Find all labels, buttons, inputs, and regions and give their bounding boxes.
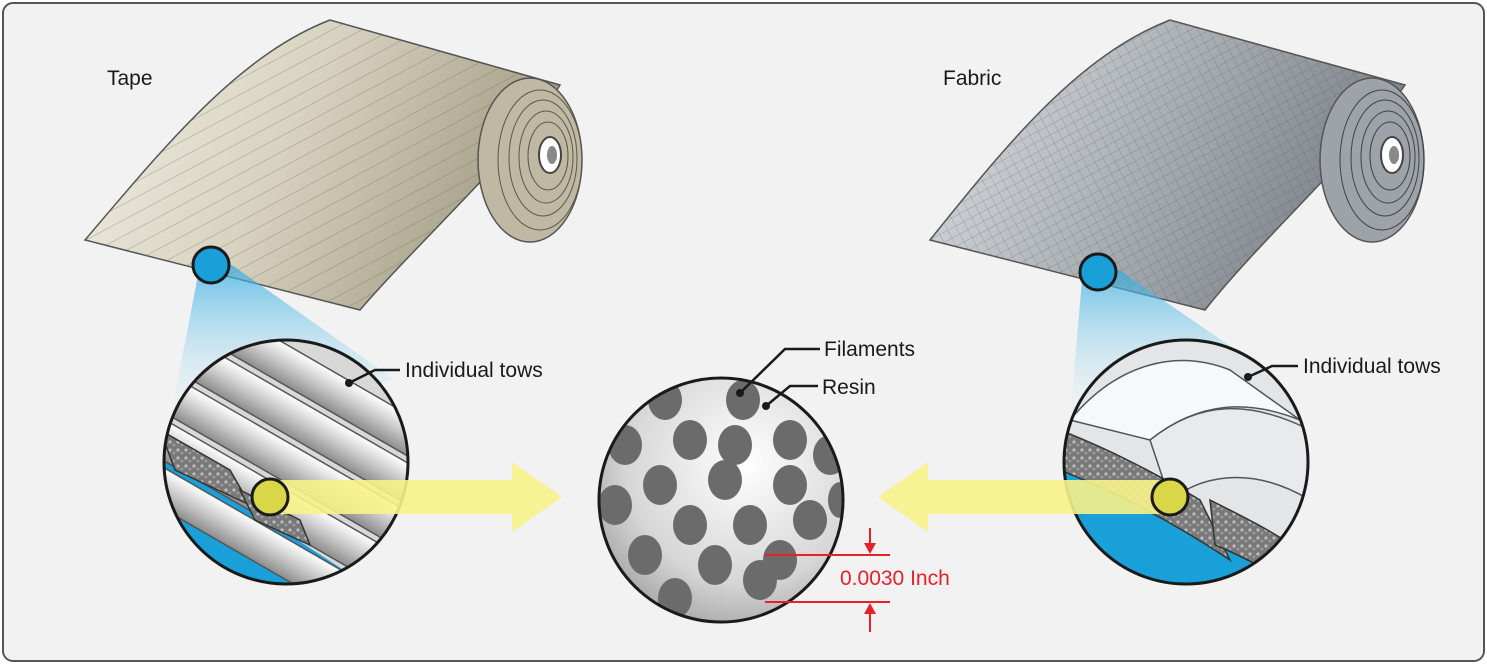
leader-dot-resin xyxy=(762,402,770,410)
filaments-label: Filaments xyxy=(824,338,915,361)
resin-label: Resin xyxy=(822,376,876,399)
tows-label-right: Individual tows xyxy=(1303,355,1441,378)
tape-label: Tape xyxy=(107,67,153,90)
fabric-roll xyxy=(928,19,1425,311)
fabric-tow-highlight xyxy=(1150,477,1190,517)
fabric-label: Fabric xyxy=(943,67,1001,90)
tows-label-left: Individual tows xyxy=(405,359,543,382)
dimension-label: 0.0030 Inch xyxy=(840,567,950,590)
leader-dot-tows-left xyxy=(345,379,353,387)
left-arrow xyxy=(268,462,562,532)
dimension-marker xyxy=(765,528,890,632)
leader-dot-tows-right xyxy=(1244,373,1252,381)
right-arrow xyxy=(878,462,1170,532)
tape-callout-dot xyxy=(191,245,231,285)
leader-dot-filaments xyxy=(736,389,744,397)
fabric-callout-dot xyxy=(1078,252,1118,292)
tape-roll xyxy=(83,19,583,311)
leader-lines xyxy=(348,347,1298,407)
tape-tow-highlight xyxy=(250,477,290,517)
